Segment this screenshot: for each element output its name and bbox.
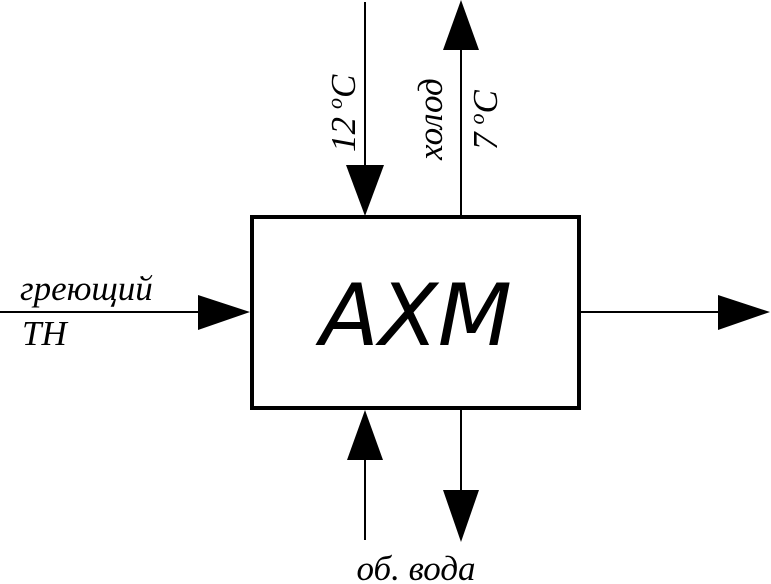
heating-input-arrow xyxy=(0,295,250,330)
cooling-water-output-arrow xyxy=(443,410,479,542)
outlet-temperature-label: 7oС xyxy=(464,90,505,151)
top-input-arrow xyxy=(346,2,384,216)
cooling-water-input-arrow xyxy=(347,410,383,540)
axm-block xyxy=(250,215,581,410)
inlet-temperature-label: 12oС xyxy=(322,74,363,152)
right-output-arrow xyxy=(581,295,770,330)
cooling-water-label: об. вода xyxy=(356,549,475,584)
heat-pump-label: ТН xyxy=(22,314,68,353)
axm-block-label: АХМ xyxy=(315,266,512,366)
cold-output-arrow xyxy=(443,0,479,217)
cold-label: холод xyxy=(411,78,450,161)
heating-label: греющий xyxy=(20,269,153,308)
